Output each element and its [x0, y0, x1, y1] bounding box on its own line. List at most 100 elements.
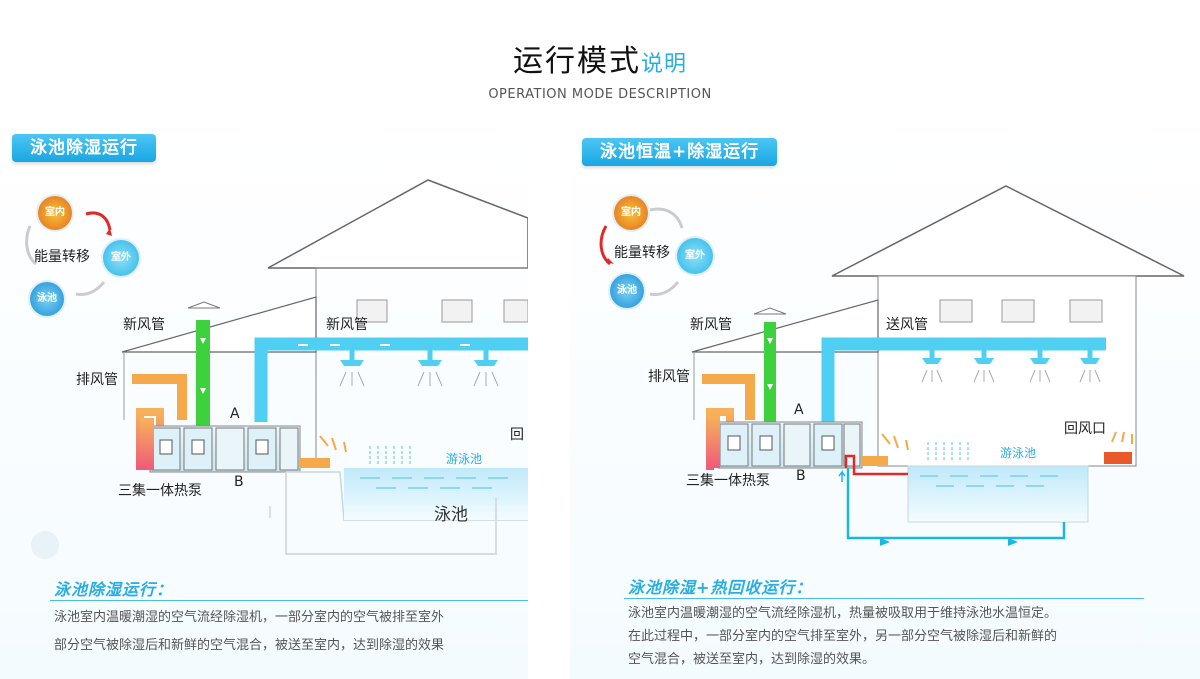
window-3	[503, 299, 528, 323]
point-b-label: B	[234, 474, 244, 490]
water-pipe-loop	[285, 472, 497, 555]
return-label: 回	[510, 427, 524, 443]
exhaust-duct-orange	[702, 374, 755, 420]
heat-arrows-left	[881, 433, 909, 451]
fan-2	[759, 435, 773, 451]
fan-2	[191, 439, 205, 455]
pool-water	[907, 465, 1089, 523]
outdoor-icon-label: 室外	[111, 252, 131, 263]
return-fan	[300, 458, 330, 468]
heat-pump-unit-label: 三集一体热泵	[118, 483, 202, 499]
fresh-air-duct-label: 新风管	[690, 317, 732, 333]
swimming-pool-label: 游泳池	[1000, 446, 1037, 460]
dehumidify-mode-tag: 泳池除湿运行	[12, 134, 156, 162]
heat-arrows-right	[1111, 431, 1133, 444]
return-water-pipe-cyan	[846, 468, 1066, 540]
air-flow-lines	[339, 371, 499, 387]
fan-3	[821, 435, 835, 451]
pool-label: 泳池	[434, 505, 468, 525]
exhaust-duct-label: 排风管	[648, 369, 690, 385]
evaporation-lines	[369, 444, 411, 464]
outdoor-icon: 室外	[677, 238, 713, 274]
energy-arrow-red	[85, 211, 112, 231]
diffusers	[340, 360, 498, 366]
outdoor-icon: 室外	[103, 240, 139, 276]
constant-temp-desc-line-3: 空气混合，被送至室内，达到除湿的效果。	[628, 652, 876, 667]
energy-arrowhead-red	[106, 228, 112, 236]
green-arrows	[767, 338, 773, 390]
dehumidify-desc-line-1: 泳池室内温暖潮湿的空气流经除湿机，一部分室内的空气被排至室外	[54, 610, 445, 625]
air-flow-lines	[921, 369, 1101, 383]
evaporation-lines	[927, 440, 969, 460]
fresh-air-duct-green	[764, 322, 776, 426]
pool-water	[344, 468, 528, 520]
dehumidify-desc-title: 泳池除湿运行：	[54, 580, 174, 599]
outdoor-icon-label: 室外	[685, 250, 705, 261]
heat-pump-unit-label: 三集一体热泵	[686, 473, 770, 489]
indoor-icon-label: 室内	[621, 207, 641, 218]
constant-temp-desc-line-1: 泳池室内温暖潮湿的空气流经除湿机，热量被吸取用于维持泳池水温恒定。	[628, 606, 1058, 621]
fresh-air-duct-label-1: 新风管	[123, 317, 165, 333]
supply-duct-cyan	[254, 337, 528, 422]
fresh-air-duct-label-2: 新风管	[326, 317, 368, 333]
point-a-label: A	[230, 406, 240, 422]
energy-arrow-gray-2	[649, 281, 680, 296]
constant-temp-desc-divider	[624, 598, 1144, 599]
pool-icon-label: 泳池	[37, 293, 57, 304]
swimming-pool-label: 游泳池	[446, 452, 483, 466]
pool-icon: 泳池	[610, 274, 644, 308]
energy-arrow-gray-1	[649, 207, 684, 229]
indoor-icon: 室内	[38, 196, 72, 230]
indoor-icon-label: 室内	[45, 207, 65, 218]
constant-temp-diagram	[570, 122, 1200, 679]
energy-transfer-label: 能量转移	[614, 245, 670, 261]
dehumidify-desc-divider	[50, 600, 528, 601]
hot-water-pipe-red	[844, 454, 908, 476]
water-ripples	[920, 475, 1058, 487]
energy-arrow-gray-2	[75, 281, 106, 296]
constant-temp-mode-tag: 泳池恒温+除湿运行	[582, 138, 778, 166]
unit-inlet	[708, 416, 720, 468]
constant-temp-desc-title: 泳池除湿+热回收运行：	[628, 578, 813, 597]
energy-arrow-gray-1	[25, 225, 38, 266]
pipe-up-arrow	[838, 469, 846, 482]
dehumidify-desc-line-2: 部分空气被除湿后和新鲜的空气混合，被送至室内，达到除湿的效果	[54, 638, 445, 653]
exhaust-duct-label: 排风管	[76, 372, 118, 388]
diffuser-drops	[929, 344, 1093, 358]
pool-outline	[286, 468, 528, 521]
fan-3	[255, 439, 269, 455]
heat-arrows	[319, 435, 347, 453]
window-3	[1069, 299, 1103, 323]
page-title: 运行模式说明	[0, 42, 1200, 85]
chimney-cap	[753, 307, 787, 315]
supply-duct-cyan	[821, 337, 1106, 422]
green-arrow-1	[200, 338, 206, 344]
return-fan	[862, 456, 888, 466]
supply-duct-label: 送风管	[886, 317, 928, 333]
dehumidify-diagram	[0, 122, 528, 679]
page-header: 运行模式说明 OPERATION MODE DESCRIPTION	[0, 42, 1200, 102]
fan-1	[727, 435, 741, 451]
exhaust-duct-orange	[132, 374, 187, 420]
indoor-icon: 室内	[614, 196, 648, 230]
energy-arrowhead-red	[606, 258, 614, 264]
return-vent-label: 回风口	[1064, 421, 1106, 437]
window-1	[939, 299, 973, 323]
pool-icon: 泳池	[30, 282, 64, 316]
unit-module-3	[215, 427, 245, 471]
pool-icon-label: 泳池	[617, 285, 637, 296]
window-1	[356, 299, 388, 323]
water-ripples	[360, 477, 508, 489]
energy-transfer-label: 能量转移	[34, 249, 90, 265]
window-2	[441, 299, 473, 323]
constant-temp-dehumidify-panel: 泳池恒温+除湿运行 室内 室外 泳池 能量转移 新风管 送风管 排风管 A B …	[570, 122, 1200, 679]
chimney-cap	[187, 301, 221, 309]
unit-inlet	[140, 418, 154, 470]
point-b-label: B	[796, 468, 806, 484]
constant-temp-desc-line-2: 在此过程中，一部分室内的空气排至室外，另一部分空气被除湿后和新鲜的	[628, 629, 1058, 644]
unit-module-3	[783, 423, 811, 467]
return-vent-fan	[1104, 452, 1132, 464]
diffusers	[922, 358, 1100, 364]
green-arrow-2	[200, 388, 206, 394]
unit-module-5	[279, 427, 299, 471]
